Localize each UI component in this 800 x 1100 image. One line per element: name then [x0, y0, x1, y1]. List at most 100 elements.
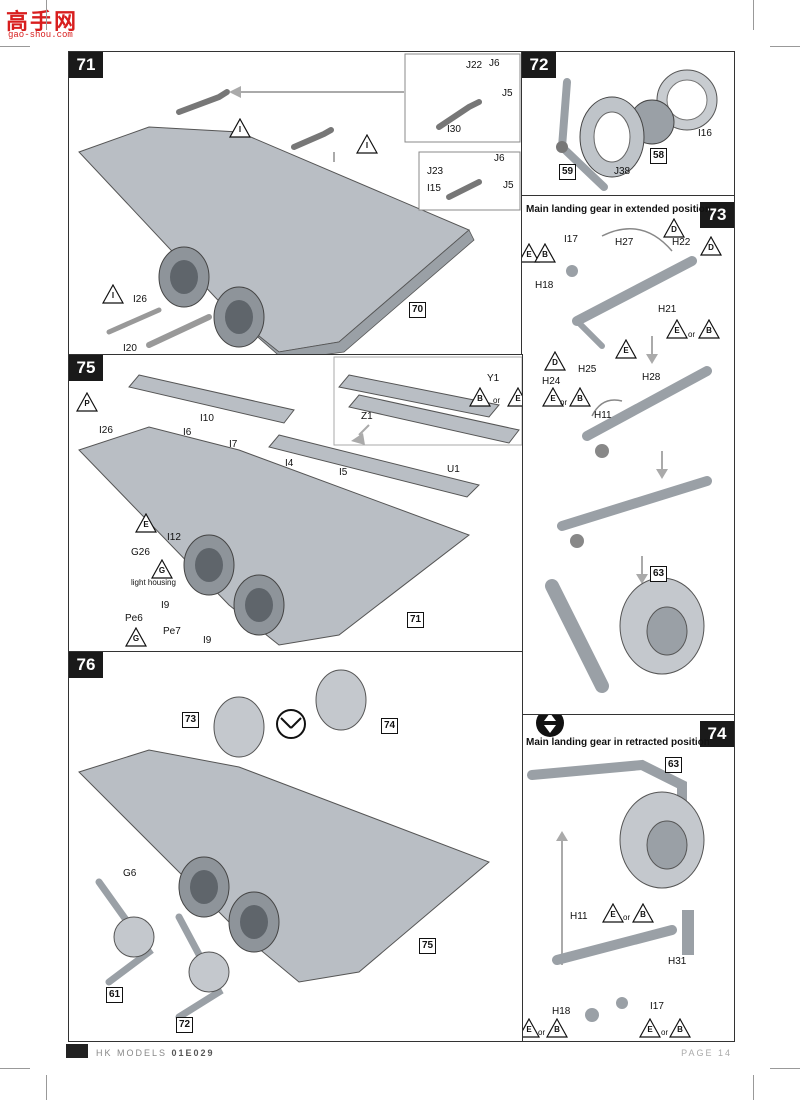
- part-label: I20: [123, 343, 137, 354]
- step-76-panel: 76 G6 73 74 75 61 72: [68, 651, 523, 1042]
- or-text: or: [560, 398, 568, 407]
- watermark-url: gao-shou.com: [8, 30, 73, 40]
- step-title: Main landing gear in retracted position: [526, 737, 710, 748]
- crop-mark: [770, 1068, 800, 1069]
- part-label: I6: [183, 427, 192, 438]
- part-tree-marker: E: [615, 339, 637, 359]
- step-ref-box: 59: [559, 164, 577, 180]
- part-label: H27: [615, 237, 634, 248]
- part-label: U1: [447, 464, 460, 475]
- part-label: H11: [594, 410, 612, 421]
- landing-gear-illustration: [545, 228, 712, 693]
- part-label: J5: [503, 180, 514, 191]
- part-tree-marker: E: [602, 903, 624, 923]
- part-tree-marker: E: [522, 1018, 540, 1038]
- part-label: Pe6: [125, 613, 143, 624]
- part-tree-marker: B: [632, 903, 654, 923]
- part-label: J22: [466, 60, 483, 71]
- or-text: or: [538, 1028, 546, 1037]
- part-label: I15: [427, 183, 441, 194]
- part-label: Y1: [487, 373, 500, 384]
- step-ref-box: 73: [182, 712, 200, 728]
- watermark-text: 高手网: [6, 9, 79, 34]
- part-label: H22: [672, 237, 691, 248]
- part-tree-marker: E: [522, 243, 540, 263]
- wing-illustration: [78, 53, 521, 355]
- part-label: I4: [285, 458, 294, 469]
- part-label: I16: [698, 128, 712, 139]
- footer-code: 01E029: [171, 1048, 215, 1058]
- part-label: Z1: [361, 411, 373, 422]
- step-ref-box: 74: [381, 718, 399, 734]
- part-tree-marker: B: [469, 387, 491, 407]
- part-label: I7: [229, 439, 238, 450]
- part-label: H18: [535, 280, 554, 291]
- wing-assembly-illustration: [78, 356, 522, 646]
- part-label: I9: [203, 635, 212, 646]
- part-tree-marker: D: [700, 236, 722, 256]
- footer-brand: HK MODELS 01E029: [96, 1048, 215, 1058]
- part-label: J6: [489, 58, 500, 69]
- part-label: H21: [658, 304, 677, 315]
- part-label: light housing: [131, 578, 176, 587]
- or-text: or: [661, 1028, 669, 1037]
- step-71-panel: 71 J22 J6 J5 I30 J23 J6 I15 J5 I26 I20 I…: [68, 51, 523, 356]
- step-74-panel: 74 Main landing gear in retracted positi…: [521, 714, 735, 1042]
- step-number: 71: [69, 52, 103, 78]
- part-label: H11: [570, 911, 588, 922]
- part-label: G26: [131, 547, 150, 558]
- part-tree-marker: E: [135, 513, 157, 533]
- part-tree-marker: E: [542, 387, 564, 407]
- step-ref-box: 72: [176, 1017, 194, 1033]
- or-text: or: [493, 396, 501, 405]
- part-label: I17: [564, 234, 578, 245]
- part-label: J5: [502, 88, 513, 99]
- part-label: J6: [494, 153, 505, 164]
- part-label: I26: [99, 425, 113, 436]
- step-number: 76: [69, 652, 103, 678]
- step-ref-box: 63: [650, 566, 668, 582]
- part-label: H18: [552, 1006, 571, 1017]
- crop-mark: [753, 0, 754, 30]
- step-ref-box: 70: [409, 302, 427, 318]
- part-tree-marker: B: [534, 243, 556, 263]
- or-text: or: [688, 330, 696, 339]
- part-label: H24: [542, 376, 561, 387]
- part-label: J38: [614, 166, 631, 177]
- part-tree-marker: B: [669, 1018, 691, 1038]
- brand-logo-icon: [66, 1044, 88, 1058]
- part-label: I5: [339, 467, 348, 478]
- part-label: I30: [447, 124, 461, 135]
- step-72-panel: 72 I16 J38 58 59: [521, 51, 735, 197]
- part-tree-marker: E: [666, 319, 688, 339]
- step-ref-box: 58: [650, 148, 668, 164]
- step-number: 73: [700, 202, 734, 228]
- engine-illustration: [556, 69, 718, 191]
- step-number: 75: [69, 355, 103, 381]
- watermark-logo: 高手网 gao-shou.com: [6, 4, 96, 44]
- step-number: 74: [700, 721, 734, 747]
- part-tree-marker: B: [569, 387, 591, 407]
- crop-mark: [46, 1075, 47, 1100]
- part-tree-marker: P: [76, 392, 98, 412]
- crop-mark: [0, 1068, 30, 1069]
- page-number: PAGE 14: [681, 1048, 732, 1058]
- part-tree-marker: G: [151, 559, 173, 579]
- crop-mark: [0, 46, 30, 47]
- part-label: H31: [668, 956, 687, 967]
- or-text: or: [623, 913, 631, 922]
- step-number: 72: [522, 52, 556, 78]
- part-label: I9: [161, 600, 170, 611]
- crop-mark: [753, 1075, 754, 1100]
- part-label: J23: [427, 166, 444, 177]
- crop-mark: [46, 0, 47, 30]
- step-ref-box: 71: [407, 612, 425, 628]
- part-label: G6: [123, 868, 137, 879]
- part-tree-marker: D: [544, 351, 566, 371]
- step-ref-box: 63: [665, 757, 683, 773]
- part-tree-marker: D: [663, 218, 685, 238]
- final-wing-illustration: [78, 669, 490, 1021]
- step-75-panel: 75 Y1 Z1 I26 I10 I6 I7 I4 I5 U1 I12 G26 …: [68, 354, 523, 653]
- step-73-panel: 73 Main landing gear in extended positio…: [521, 195, 735, 716]
- part-label: H25: [578, 364, 597, 375]
